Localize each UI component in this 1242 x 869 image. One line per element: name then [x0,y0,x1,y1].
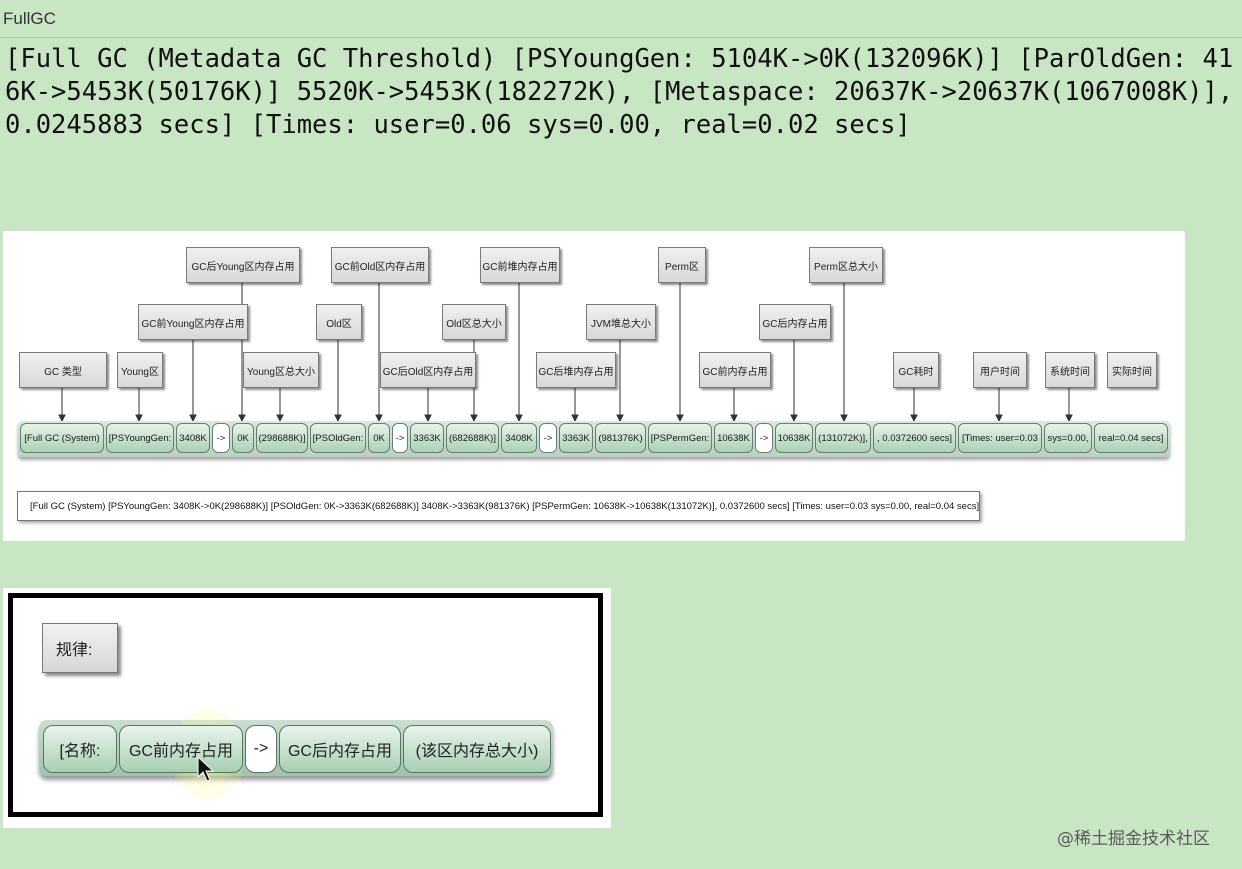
segment: 10638K [714,423,753,453]
rule-segment-total: (该区内存总大小) [403,725,551,773]
label-young-before: GC前Young区内存占用 [138,304,248,340]
segment: (131072K)], [815,423,871,453]
watermark: @稀土掘金技术社区 [1057,829,1210,849]
segment: (981376K) [595,423,646,453]
segment: real=0.04 secs] [1094,423,1168,453]
label-sys-time: 系统时间 [1045,352,1095,388]
label-gc-type: GC 类型 [19,352,107,388]
rule-segment-arrow: -> [245,725,277,773]
label-old-area: Old区 [316,304,362,340]
segment: [PSYoungGen: [106,423,174,453]
rule-segment-after: GC后内存占用 [279,725,401,773]
label-mem-before: GC前内存占用 [699,352,771,388]
label-perm-total: Perm区总大小 [809,247,883,283]
gc-log-diagram: GC 类型 Young区 GC前Young区内存占用 GC后Young区内存占用… [3,231,1185,541]
segment: (298688K)] [256,423,308,453]
segment-arrow: -> [392,423,408,453]
label-old-total: Old区总大小 [442,304,506,340]
rule-panel: 规律: [名称: GC前内存占用 -> GC后内存占用 (该区内存总大小) [3,588,611,828]
mouse-cursor-icon [197,755,215,782]
label-young-area: Young区 [117,352,163,388]
label-heap-before: GC前堆内存占用 [480,247,560,283]
label-perm-area: Perm区 [658,247,706,283]
segment: [PSPermGen: [648,423,712,453]
rule-segment-before: GC前内存占用 [119,725,243,773]
segment: 3363K [410,423,444,453]
gc-log-text: [Full GC (Metadata GC Threshold) [PSYoun… [5,44,1234,140]
segment: (682688K)] [446,423,499,453]
label-gc-time: GC耗时 [893,352,939,388]
label-real-time: 实际时间 [1107,352,1157,388]
rule-label: 规律: [42,623,118,673]
window-title-bar: FullGC [0,0,1242,38]
segment: 0K [368,423,390,453]
label-old-before: GC前Old区内存占用 [331,247,429,283]
segment: 3363K [559,423,593,453]
segment: 3408K [176,423,210,453]
segment: [PSOldGen: [310,423,366,453]
segment: 3408K [501,423,537,453]
window-title: FullGC [3,9,56,28]
segment-arrow: -> [755,423,773,453]
segment: 0K [232,423,254,453]
segment: [Full GC (System) [20,423,104,453]
label-old-after: GC后Old区内存占用 [380,352,476,388]
rule-frame [8,593,603,817]
label-mem-after: GC后内存占用 [759,304,831,340]
label-young-total: Young区总大小 [243,352,319,388]
segment: , 0.0372600 secs] [873,423,956,453]
label-heap-after: GC后堆内存占用 [536,352,616,388]
label-user-time: 用户时间 [973,352,1027,388]
label-young-after: GC后Young区内存占用 [186,247,300,283]
segment: [Times: user=0.03 [958,423,1042,453]
segment-arrow: -> [539,423,557,453]
full-line-text: [Full GC (System) [PSYoungGen: 3408K->0K… [17,491,980,521]
segment: sys=0.00, [1044,423,1092,453]
label-heap-total: JVM堆总大小 [586,304,656,340]
segment: 10638K [775,423,813,453]
segment-arrow: -> [212,423,230,453]
rule-segment-name: [名称: [43,725,117,773]
